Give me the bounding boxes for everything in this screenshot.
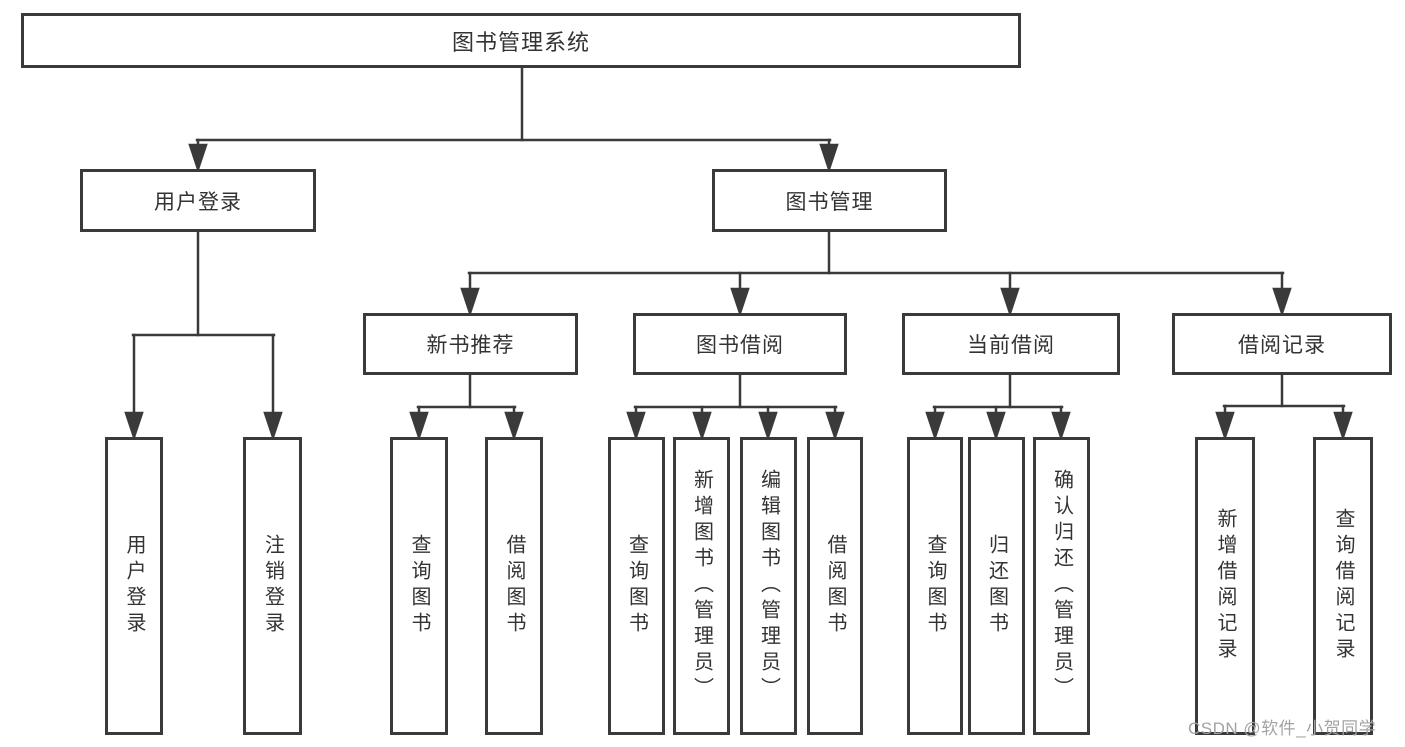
node-current-borrowing: 当前借阅 — [902, 313, 1120, 375]
leaf-query-books-3-label: 查询图书 — [924, 534, 946, 638]
node-new-book-recommend-label: 新书推荐 — [426, 334, 515, 357]
node-book-borrowing-label: 图书借阅 — [696, 334, 784, 357]
leaf-add-borrow-record: 新增借阅记录 — [1195, 437, 1255, 735]
leaf-borrow-books-1: 借阅图书 — [485, 437, 543, 735]
leaf-logout-label: 注销登录 — [261, 534, 284, 638]
leaf-return-books-label: 归还图书 — [985, 534, 1008, 638]
csdn-watermark: CSDN @软件_小贺同学 — [1188, 719, 1377, 738]
node-book-management-branch-label: 图书管理 — [785, 190, 874, 214]
node-user-login-branch: 用户登录 — [80, 169, 316, 232]
node-root-label: 图书管理系统 — [451, 29, 590, 55]
node-book-management-branch: 图书管理 — [712, 169, 947, 232]
node-borrowing-records: 借阅记录 — [1172, 313, 1392, 375]
leaf-query-borrow-record: 查询借阅记录 — [1313, 437, 1373, 735]
leaf-query-books-2: 查询图书 — [608, 437, 665, 735]
node-user-login-branch-label: 用户登录 — [154, 190, 242, 214]
leaf-edit-books-admin-label: 编辑图书（管理员） — [757, 469, 780, 703]
leaf-query-books-2-label: 查询图书 — [625, 534, 648, 638]
leaf-return-books: 归还图书 — [968, 437, 1025, 735]
node-book-borrowing: 图书借阅 — [633, 313, 847, 375]
leaf-logout: 注销登录 — [243, 437, 302, 735]
leaf-add-books-admin-label: 新增图书（管理员） — [690, 469, 713, 703]
leaf-user-login-label: 用户登录 — [123, 534, 145, 638]
leaf-query-books-1-label: 查询图书 — [408, 534, 430, 638]
leaf-query-borrow-record-label: 查询借阅记录 — [1332, 508, 1354, 664]
node-new-book-recommend: 新书推荐 — [363, 313, 578, 375]
leaf-edit-books-admin: 编辑图书（管理员） — [740, 437, 797, 735]
leaf-borrow-books-2: 借阅图书 — [807, 437, 863, 735]
leaf-user-login: 用户登录 — [105, 437, 163, 735]
leaf-confirm-return-admin-label: 确认归还（管理员） — [1050, 469, 1073, 703]
leaf-add-books-admin: 新增图书（管理员） — [673, 437, 730, 735]
node-borrowing-records-label: 借阅记录 — [1238, 334, 1326, 357]
leaf-borrow-books-2-label: 借阅图书 — [824, 534, 846, 638]
leaf-confirm-return-admin: 确认归还（管理员） — [1033, 437, 1090, 735]
node-root-library-management-system: 图书管理系统 — [21, 13, 1021, 68]
leaf-borrow-books-1-label: 借阅图书 — [503, 534, 525, 638]
node-current-borrowing-label: 当前借阅 — [967, 334, 1055, 357]
leaf-query-books-3: 查询图书 — [907, 437, 963, 735]
leaf-add-borrow-record-label: 新增借阅记录 — [1214, 508, 1236, 664]
leaf-query-books-1: 查询图书 — [390, 437, 448, 735]
